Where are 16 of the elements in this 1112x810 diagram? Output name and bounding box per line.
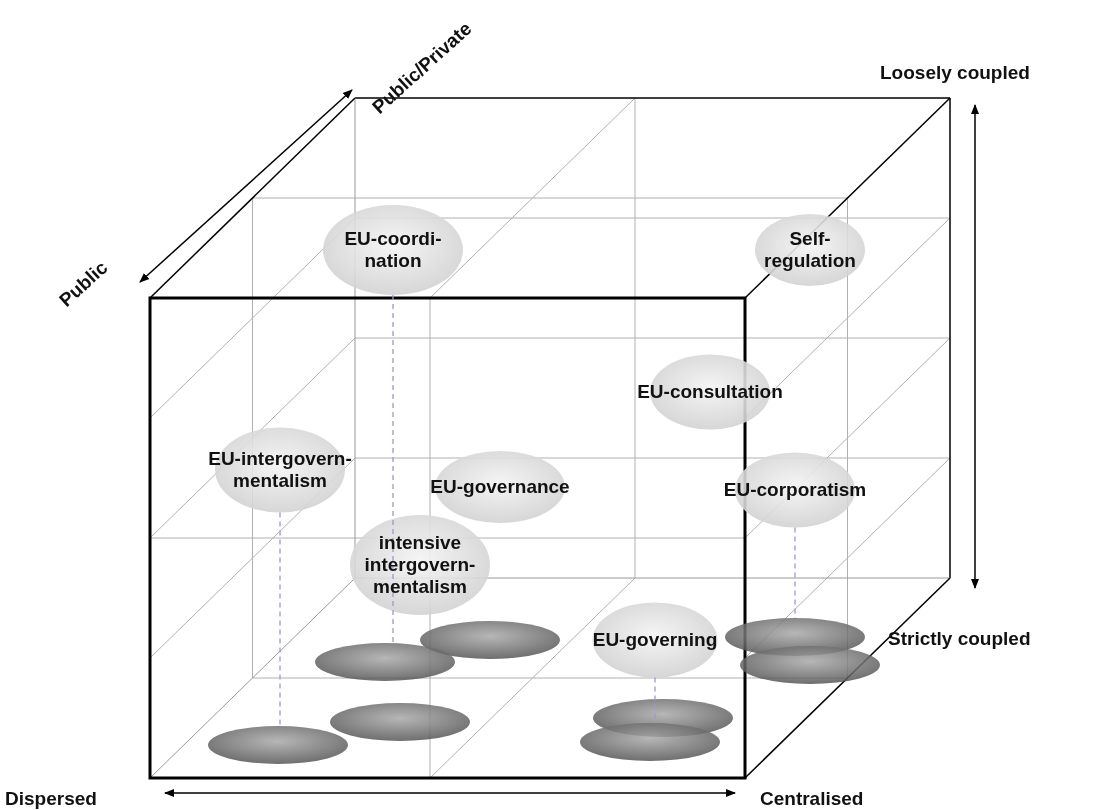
axis-label: Strictly coupled [888, 628, 1031, 650]
ellipse-label: EU-corporatism [707, 452, 883, 528]
leader-line [279, 511, 281, 727]
shadow-ellipse [420, 621, 560, 659]
shadow-ellipse [580, 723, 720, 761]
ellipse-label: EU-governing [567, 602, 743, 678]
ellipse-label: EU-consultation [620, 354, 800, 430]
shadow-ellipse [315, 643, 455, 681]
axis-label: Loosely coupled [880, 62, 1030, 84]
axis-label: Dispersed [5, 788, 97, 810]
axis-label: Centralised [760, 788, 864, 810]
leader-line [392, 294, 394, 644]
shadow-ellipse [330, 703, 470, 741]
ellipse-label: EU-intergovern- mentalism [192, 427, 368, 513]
shadow-ellipse [740, 646, 880, 684]
shadow-ellipse [208, 726, 348, 764]
